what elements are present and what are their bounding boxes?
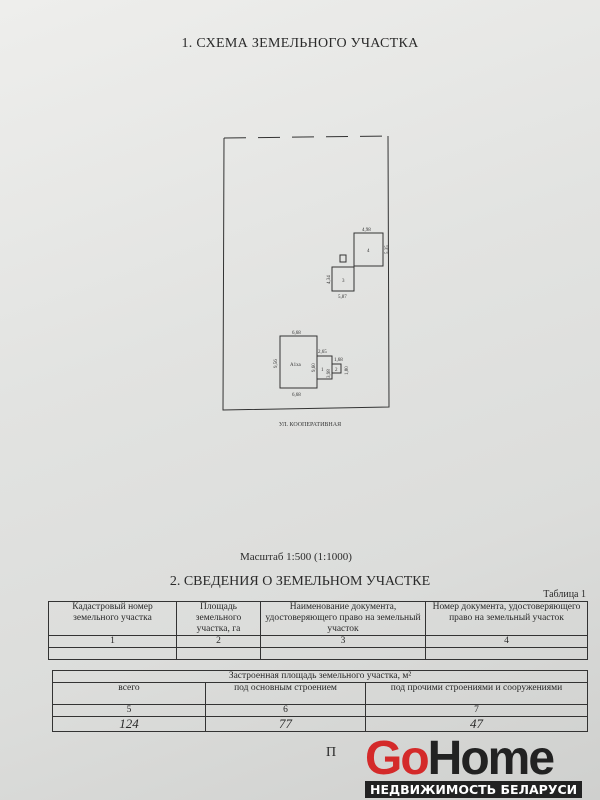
number-cell: 3	[260, 635, 426, 648]
header-cell: под основным строением	[205, 682, 366, 705]
value-cell: 77	[205, 716, 366, 732]
value-cell	[48, 647, 177, 660]
plot-boundary-dashed	[223, 135, 389, 139]
header-cell: Номер документа, удостоверяющего право н…	[425, 601, 588, 636]
value-cell: 47	[365, 716, 588, 732]
dim-label: 1,80	[345, 366, 350, 375]
logo-tagline: НЕДВИЖИМОСТЬ БЕЛАРУСИ	[365, 781, 583, 798]
trailing-text: П	[326, 745, 337, 760]
logo-home: Home	[427, 732, 555, 785]
land-info-table: Кадастровый номер земельного участка Пло…	[48, 601, 588, 660]
building-a1	[279, 335, 318, 389]
header-cell: Наименование документа, удостоверяющего …	[260, 601, 426, 636]
dim-label: 3,98	[327, 369, 332, 378]
number-cell: 5	[52, 704, 206, 717]
dim-label: 6,68	[292, 393, 301, 398]
dim-label: 9,56	[274, 359, 279, 368]
small-structure	[339, 254, 347, 263]
building-number: 3	[342, 279, 345, 284]
dim-label: 1,68	[334, 358, 343, 363]
number-cell: 4	[425, 635, 588, 648]
street-label: УЛ. КООПЕРАТИВНАЯ	[279, 422, 341, 428]
building-number: 4	[367, 249, 370, 254]
logo-go: Go	[365, 732, 430, 785]
land-plot-scheme: 4,98 5,35 4 4,34 3 5,87 6,68 9,56 А1ха 6…	[222, 135, 390, 428]
scale-label: Масштаб 1:500 (1:1000)	[240, 551, 352, 563]
dim-label: 5,87	[338, 295, 347, 300]
dim-label: 5,35	[385, 245, 390, 254]
plot-boundary	[222, 135, 390, 411]
number-cell: 2	[176, 635, 261, 648]
header-cell: всего	[52, 682, 206, 705]
value-cell	[176, 647, 261, 660]
dim-label: 2,65	[318, 350, 327, 355]
number-cell: 1	[48, 635, 177, 648]
gohome-watermark: GoHome НЕДВИЖИМОСТЬ БЕЛАРУСИ	[365, 735, 583, 799]
table-caption: Таблица 1	[543, 589, 586, 600]
header-cell: Кадастровый номер земельного участка	[48, 601, 177, 636]
value-cell	[425, 647, 588, 660]
building-number: 2	[335, 368, 338, 373]
scheme-title: 1. СХЕМА ЗЕМЕЛЬНОГО УЧАСТКА	[181, 36, 419, 51]
built-area-table: Застроенная площадь земельного участка, …	[52, 670, 588, 732]
number-cell: 7	[365, 704, 588, 717]
header-cell: Площадь земельного участка, га	[176, 601, 261, 636]
building-number: А1ха	[290, 363, 302, 368]
building-2	[331, 363, 342, 374]
header-cell: Застроенная площадь земельного участка, …	[52, 670, 588, 683]
dim-label: 4,98	[362, 228, 371, 233]
value-cell: 124	[52, 716, 206, 732]
dim-label: 6,68	[292, 331, 301, 336]
header-cell: под прочими строениями и сооружениями	[365, 682, 588, 705]
dim-label: 4,34	[327, 275, 332, 284]
info-title: 2. СВЕДЕНИЯ О ЗЕМЕЛЬНОМ УЧАСТКЕ	[169, 574, 431, 589]
building-3	[331, 266, 355, 292]
building-number: 1	[321, 368, 324, 373]
building-4	[353, 232, 384, 267]
value-cell	[260, 647, 426, 660]
number-cell: 6	[205, 704, 366, 717]
dim-label: 9,60	[312, 363, 317, 372]
